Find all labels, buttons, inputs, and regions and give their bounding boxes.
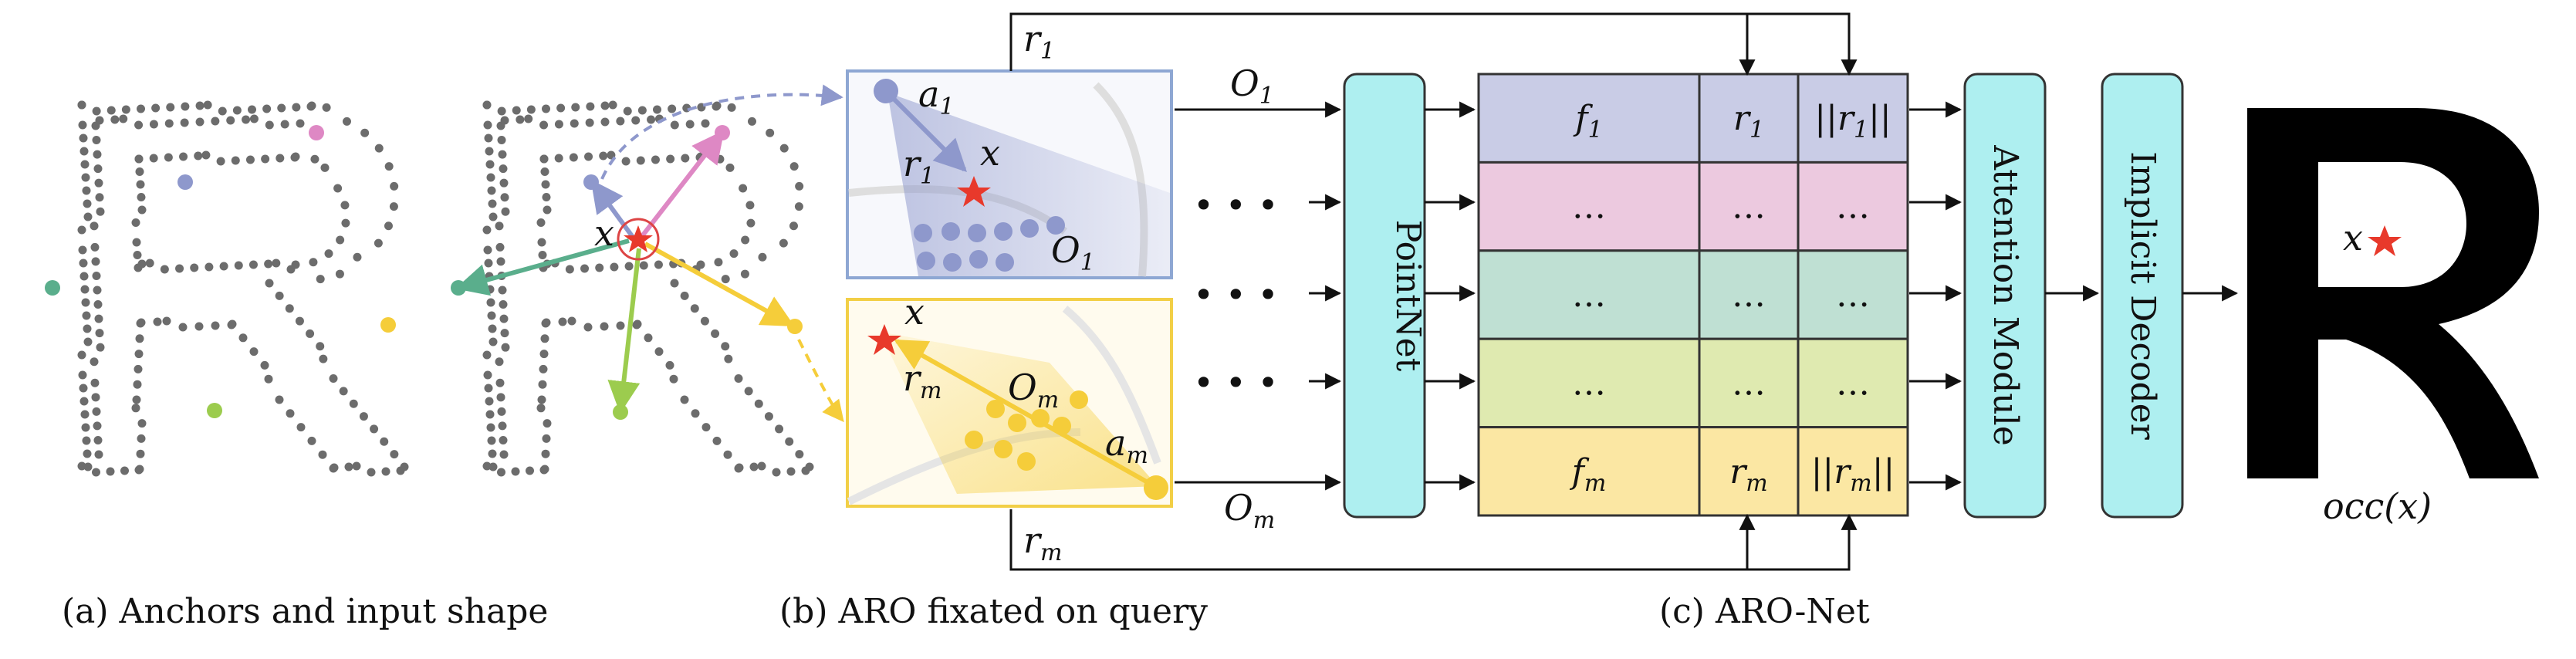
ray-cell: r1 — [1733, 99, 1764, 144]
feature-cell: … — [1572, 188, 1606, 227]
anchor-point-blue-b — [583, 174, 599, 190]
caption-c: (c) ARO-Net — [1659, 592, 1870, 631]
caption-a: (a) Anchors and input shape — [62, 592, 548, 631]
ray-norm-cell: … — [1836, 363, 1870, 403]
feature-row — [1477, 426, 1909, 517]
pointnet-label: PointNet — [1388, 220, 1428, 372]
attention-module-label: Attention Module — [1986, 144, 2025, 445]
table-to-attention-arrows — [1909, 101, 1962, 491]
ray-label-first-top: r1 — [1023, 18, 1055, 65]
output-query-star-icon — [2368, 225, 2402, 256]
anchor-point-lime — [207, 403, 222, 418]
anchor-point-lime-b — [613, 404, 628, 420]
feature-row — [1477, 161, 1909, 252]
obs-label-first-box: O1 — [1051, 229, 1095, 276]
attention-module-block — [1963, 73, 2047, 519]
ray-yellow — [644, 242, 795, 327]
zoom-connector-blue — [600, 84, 843, 180]
output-occupancy-shape — [2247, 108, 2539, 478]
ray-label-last: rm — [903, 357, 941, 404]
ray-last-feedback-line — [1009, 509, 1858, 571]
ray-label-first: r1 — [903, 143, 935, 190]
ray-pink — [640, 130, 725, 238]
panel-a: (a) Anchors and input shape — [45, 100, 548, 631]
obs-label-last-box: Om — [1008, 367, 1059, 414]
anchor-point-pink — [309, 125, 324, 140]
ray-cell: … — [1732, 363, 1766, 403]
panel-b: x a1 r1 x O1 x rm — [451, 69, 1208, 631]
ray-cell: … — [1732, 275, 1766, 315]
zoom-connector-yellow — [797, 339, 844, 423]
aro-zoom-box-last: x rm Om am — [846, 291, 1173, 508]
input-shape-point-cloud — [77, 100, 409, 477]
anchor-point-green-b — [451, 280, 466, 296]
pointnet-block — [1343, 73, 1426, 519]
anchor-point-blue — [177, 174, 193, 190]
feature-cell: … — [1572, 363, 1606, 403]
caption-b: (b) ARO fixated on query — [779, 592, 1208, 631]
anchor-label-last: am — [1105, 422, 1148, 469]
ellipsis-upper: • • • — [1193, 184, 1279, 226]
output-query-label: x — [2343, 217, 2363, 259]
ellipsis-middle: • • • — [1193, 274, 1279, 316]
ray-lime — [607, 248, 641, 414]
ray-norm-cell: ||rm|| — [1811, 452, 1895, 497]
aro-zoom-box-first: a1 r1 x O1 — [846, 69, 1173, 279]
anchor-point-yellow-b — [787, 319, 803, 334]
ray-green — [455, 238, 630, 296]
feature-cell: … — [1572, 275, 1606, 315]
anchor-point-pink-b — [715, 125, 730, 140]
input-shape-point-cloud-with-query — [482, 100, 814, 477]
obs-label-last: Om — [1224, 487, 1275, 534]
ray-cell: rm — [1729, 452, 1768, 497]
query-highlight-circle — [617, 218, 660, 261]
obs-label-first: O1 — [1230, 63, 1274, 110]
query-label-b: x — [594, 212, 614, 254]
output-occupancy-label: occ(x) — [2323, 485, 2432, 527]
implicit-decoder-block — [2101, 73, 2184, 519]
ellipsis-lower: • • • — [1193, 362, 1279, 404]
feature-row — [1477, 337, 1909, 429]
query-star-icon — [624, 225, 653, 252]
pointnet-to-table-arrows — [1425, 101, 1476, 491]
ray-cell: … — [1732, 188, 1766, 227]
feature-row — [1477, 73, 1909, 164]
ray-label-last-bottom: rm — [1023, 519, 1062, 566]
anchor-label-first: a1 — [918, 73, 955, 120]
query-label-top: x — [980, 132, 1000, 174]
ray-blue — [590, 179, 637, 241]
ray-first-feedback-line — [1009, 12, 1858, 76]
query-label-bottom: x — [904, 291, 925, 333]
ray-norm-cell: … — [1836, 275, 1870, 315]
ray-norm-cell: ||r1|| — [1814, 99, 1891, 144]
anchor-point-green — [45, 280, 60, 296]
ray-norm-cell: … — [1836, 188, 1870, 227]
implicit-decoder-label: Implicit Decoder — [2123, 151, 2162, 440]
anchor-point-yellow — [380, 317, 396, 333]
